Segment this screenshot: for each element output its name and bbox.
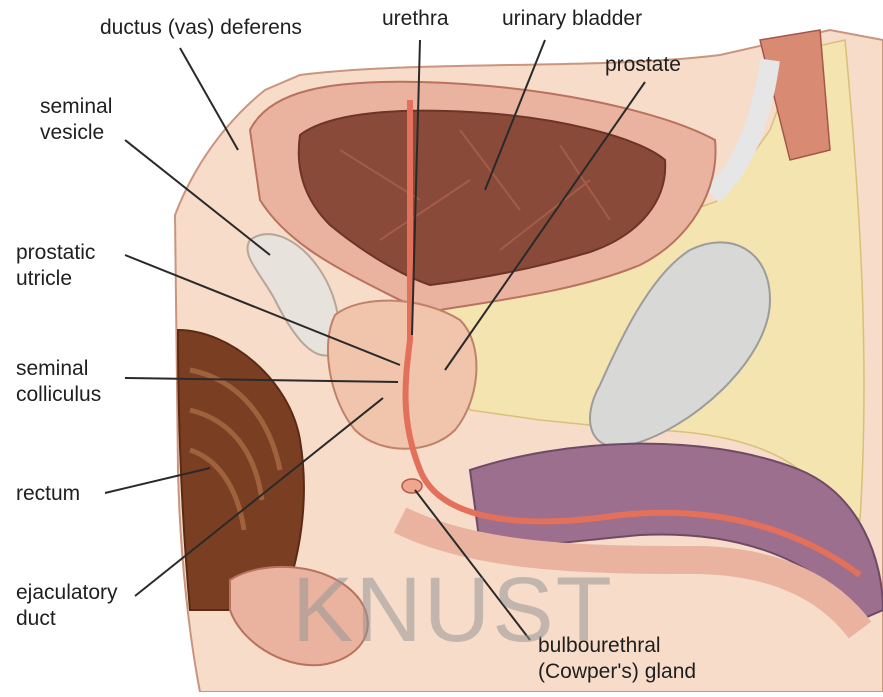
label-rectum: rectum: [16, 481, 80, 507]
label-urinary-bladder: urinary bladder: [502, 6, 642, 32]
label-ductus-deferens: ductus (vas) deferens: [100, 15, 302, 41]
label-urethra: urethra: [382, 6, 449, 32]
label-seminal-vesicle: seminal vesicle: [40, 94, 112, 146]
label-prostatic-utricle: prostatic utricle: [16, 240, 95, 292]
leader-ductus-deferens: [180, 48, 238, 150]
watermark: KNUST: [292, 560, 614, 660]
label-seminal-colliculus: seminal colliculus: [16, 356, 101, 408]
bulbourethral-gland: [402, 479, 422, 493]
label-ejaculatory-duct: ejaculatory duct: [16, 580, 118, 632]
label-prostate: prostate: [605, 52, 681, 78]
